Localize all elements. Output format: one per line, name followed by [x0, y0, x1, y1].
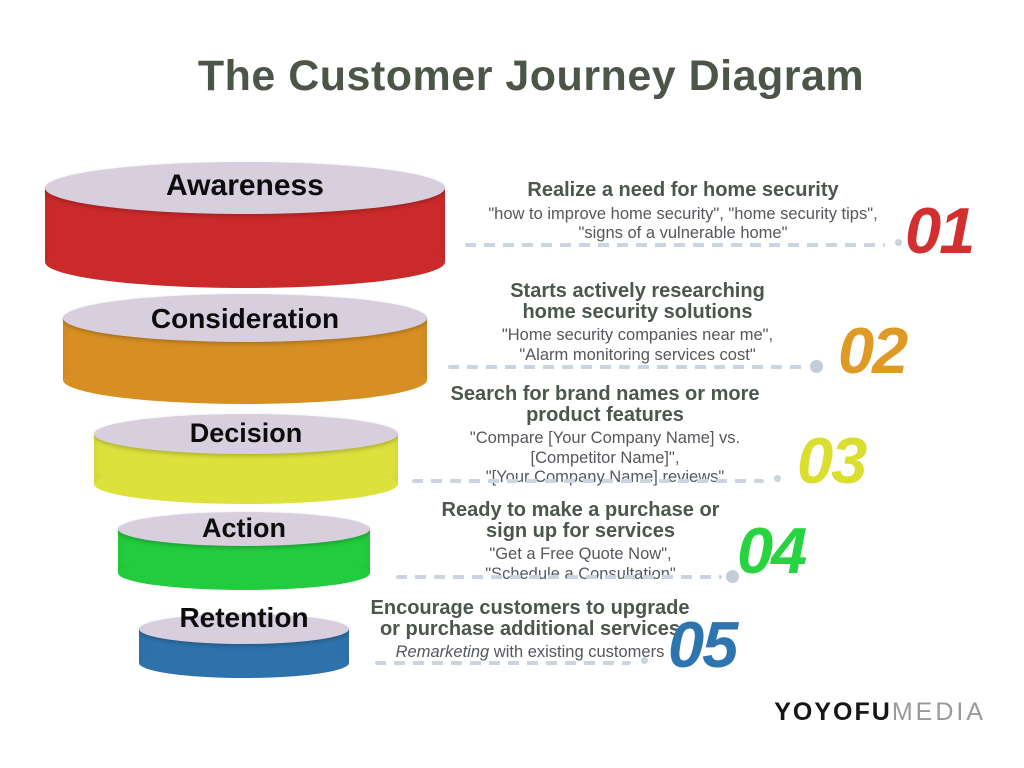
brand-logo: YOYOFUMEDIA	[774, 698, 986, 727]
stage-label-decision: Decision	[189, 418, 303, 448]
stage-number-02: 02	[838, 314, 908, 387]
stage-details: "Home security companies near me", "Alar…	[501, 326, 774, 364]
stage-info-retention: Encourage customers to upgrade or purcha…	[370, 598, 690, 663]
stage-heading: Realize a need for home security	[527, 179, 839, 201]
cylinder-top	[63, 294, 427, 342]
cylinder-bottom	[63, 356, 427, 404]
connector-endpoint-icon	[774, 475, 781, 482]
cylinder-top	[139, 614, 349, 644]
stage-label-consideration: Consideration	[150, 303, 340, 334]
connector-line-5	[375, 657, 648, 665]
stage-heading: Ready to make a purchase or sign up for …	[441, 499, 720, 542]
detail-rest: with existing customers	[489, 643, 665, 662]
connector-endpoint-icon	[810, 360, 823, 373]
cylinder-top	[118, 512, 370, 546]
cylinder-top	[94, 414, 398, 454]
stage-heading: Search for brand names or more product f…	[450, 383, 760, 426]
cylinder-bottom	[118, 556, 370, 590]
stage-number-05: 05	[668, 608, 738, 681]
cylinder-top	[45, 162, 445, 214]
remarketing-italic: Remarketing	[395, 643, 490, 662]
brand-logo-light: MEDIA	[891, 698, 986, 726]
stage-info-consideration: Starts actively researching home securit…	[455, 281, 820, 365]
stage-info-awareness: Realize a need for home security "how to…	[468, 180, 898, 244]
connector-line-1	[465, 239, 902, 247]
connector-endpoint-icon	[726, 570, 739, 583]
stage-info-action: Ready to make a purchase or sign up for …	[398, 500, 763, 584]
cylinder-bottom	[45, 236, 445, 288]
cylinder-bottom	[139, 648, 349, 678]
connector-endpoint-icon	[895, 239, 902, 246]
stage-number-04: 04	[737, 514, 807, 587]
stage-number-03: 03	[797, 424, 867, 497]
stage-number-01: 01	[905, 194, 975, 267]
funnel-stage-consideration: Consideration	[63, 294, 427, 404]
cylinder-bottom	[94, 464, 398, 504]
connector-line-4	[396, 570, 739, 583]
stage-heading: Encourage customers to upgrade or purcha…	[370, 597, 690, 640]
connector-endpoint-icon	[641, 657, 648, 664]
stage-label-retention: Retention	[179, 602, 309, 633]
brand-logo-bold: YOYOFU	[774, 698, 892, 726]
stage-label-retention: Action	[202, 513, 286, 543]
funnel-stage-awareness: Awareness	[45, 162, 445, 288]
connector-line-3	[412, 475, 781, 483]
stage-details: Remarketing with existing customers	[370, 643, 690, 662]
stage-label-awareness: Awareness	[166, 169, 324, 202]
funnel-stage-retention: Retention	[139, 602, 349, 678]
page-title: The Customer Journey Diagram	[197, 52, 865, 100]
funnel-stage-decision: Decision	[94, 414, 398, 504]
stage-details: "how to improve home security", "home se…	[488, 204, 878, 243]
stage-info-decision: Search for brand names or more product f…	[420, 384, 790, 488]
connector-line-2	[448, 360, 823, 373]
stage-heading: Starts actively researching home securit…	[510, 280, 765, 323]
funnel-stage-action: Action	[118, 512, 370, 590]
